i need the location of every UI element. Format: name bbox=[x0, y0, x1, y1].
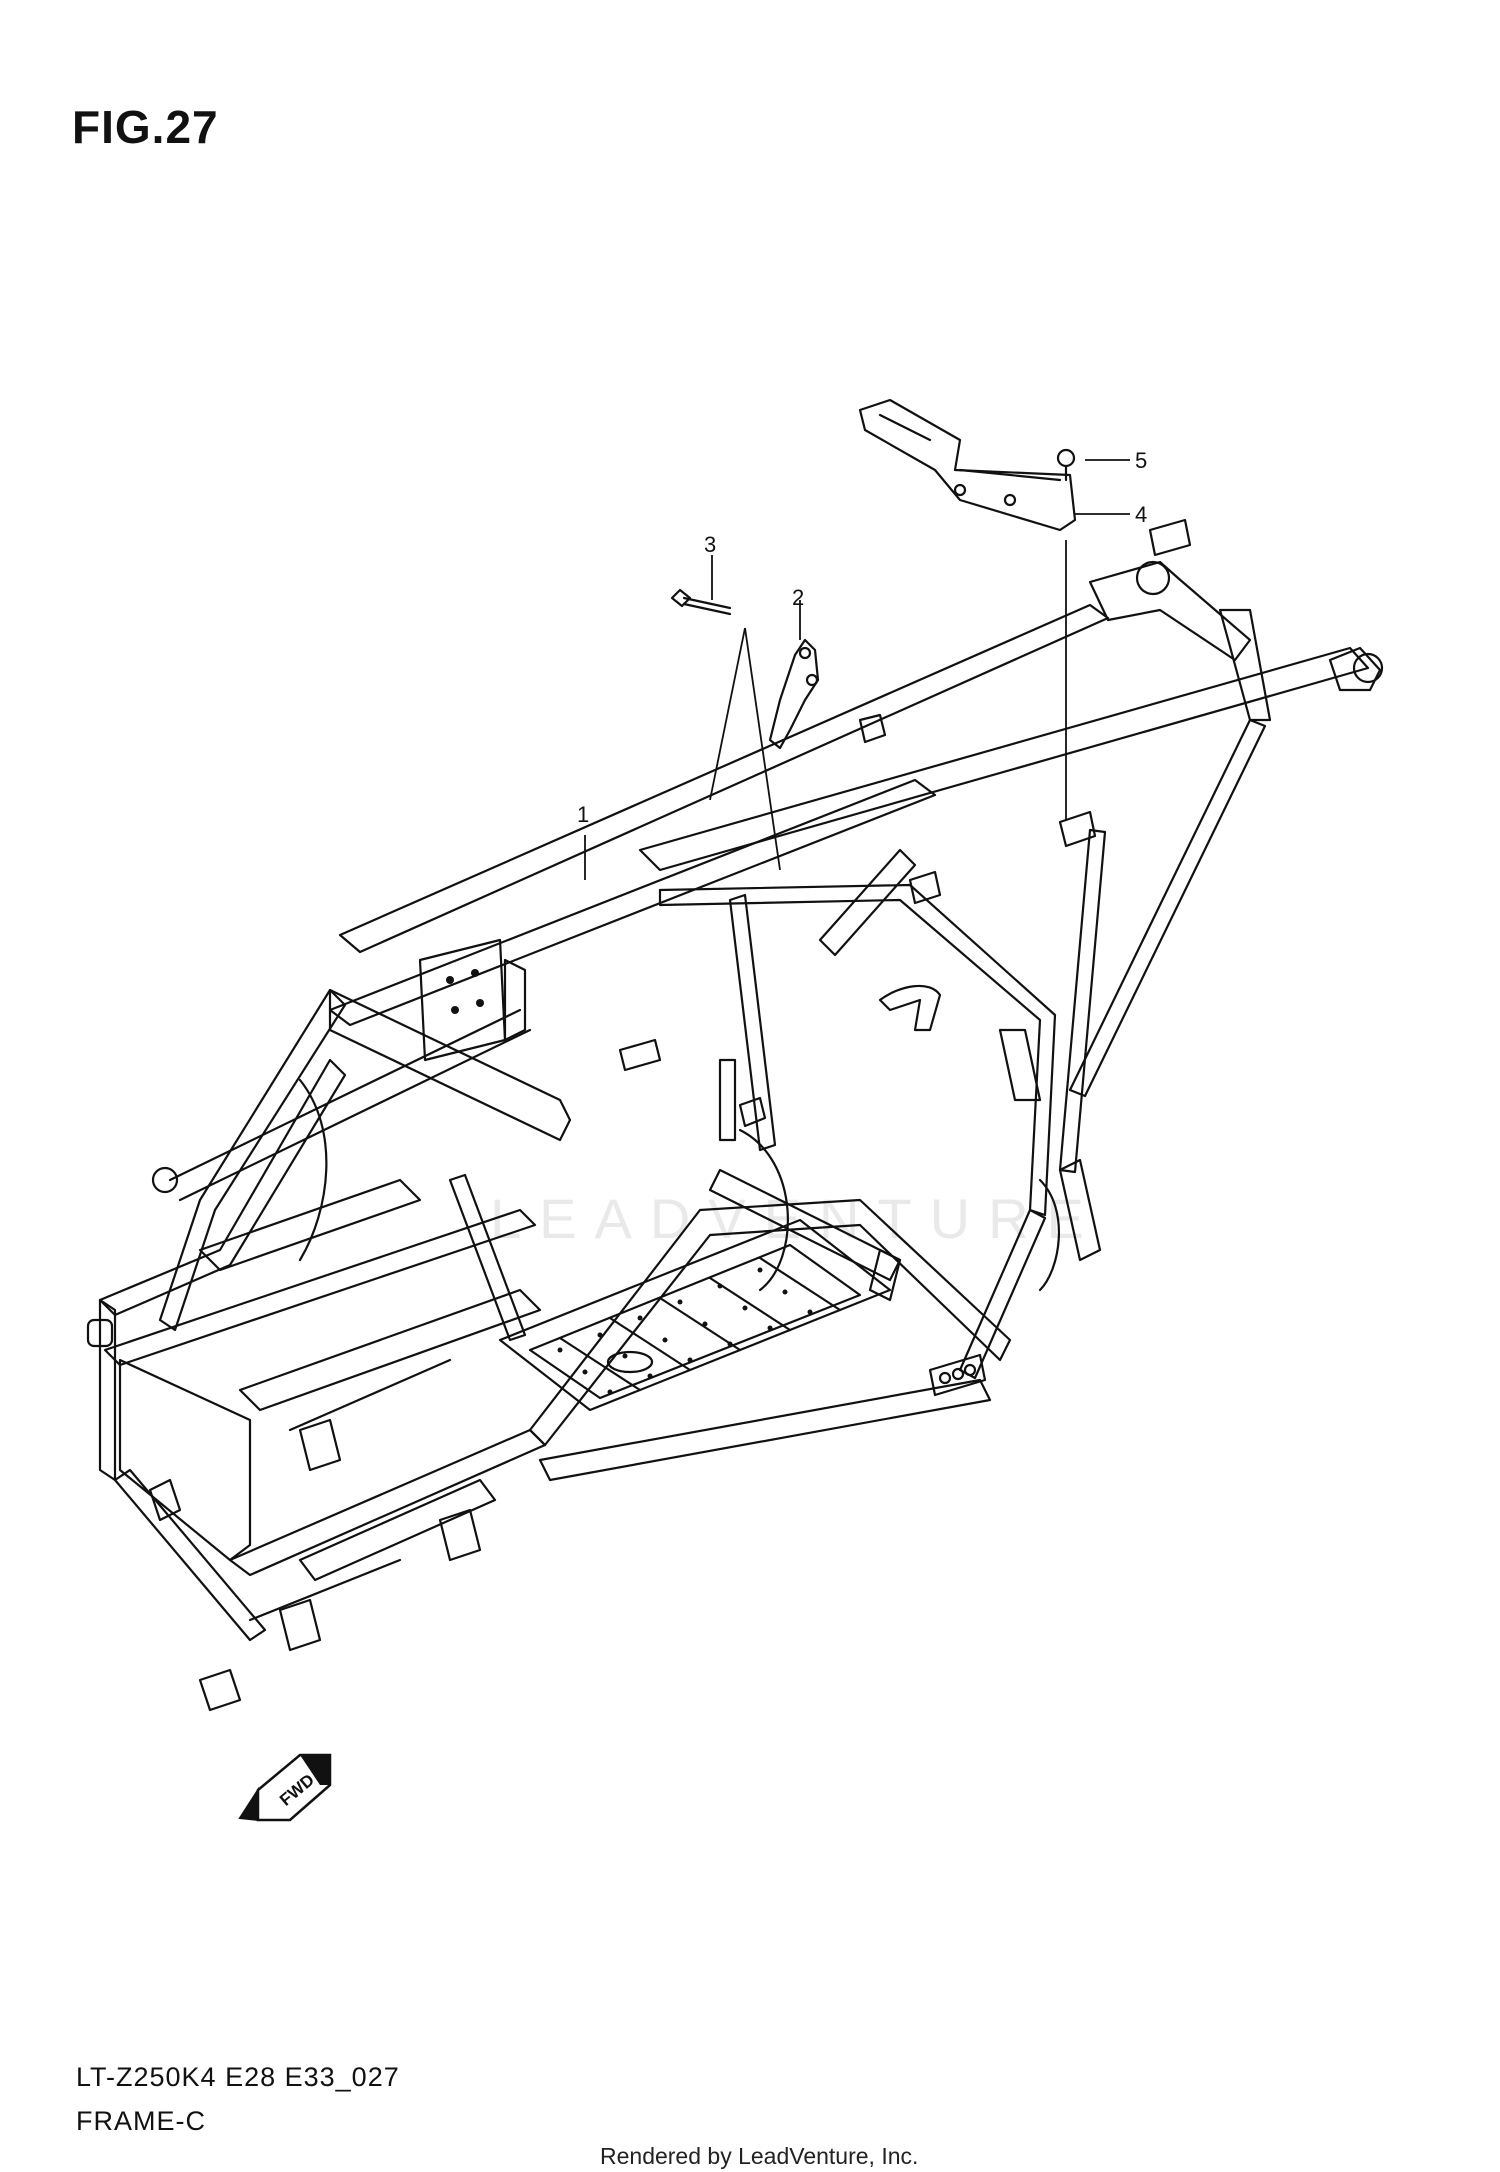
seat-rail-bracket bbox=[858, 398, 1077, 532]
floorboard-holes bbox=[446, 969, 813, 1395]
callout-1: 1 bbox=[577, 802, 589, 827]
callout-3: 3 bbox=[704, 532, 716, 557]
leader-lines bbox=[584, 459, 1130, 880]
bracket bbox=[768, 638, 820, 750]
section-name: FRAME-C bbox=[76, 2106, 206, 2136]
rendered-by-credit: Rendered by LeadVenture, Inc. bbox=[600, 2143, 919, 2169]
fwd-arrow-icon: FWD bbox=[238, 1753, 332, 1822]
figure-title: FIG.27 bbox=[72, 101, 219, 153]
bolt bbox=[670, 588, 732, 616]
screw bbox=[1056, 448, 1076, 482]
callout-2: 2 bbox=[792, 585, 804, 610]
main-frame bbox=[86, 518, 1384, 1712]
callout-4: 4 bbox=[1135, 502, 1147, 527]
model-code: LT-Z250K4 E28 E33_027 bbox=[76, 2062, 400, 2092]
callout-5: 5 bbox=[1135, 448, 1147, 473]
